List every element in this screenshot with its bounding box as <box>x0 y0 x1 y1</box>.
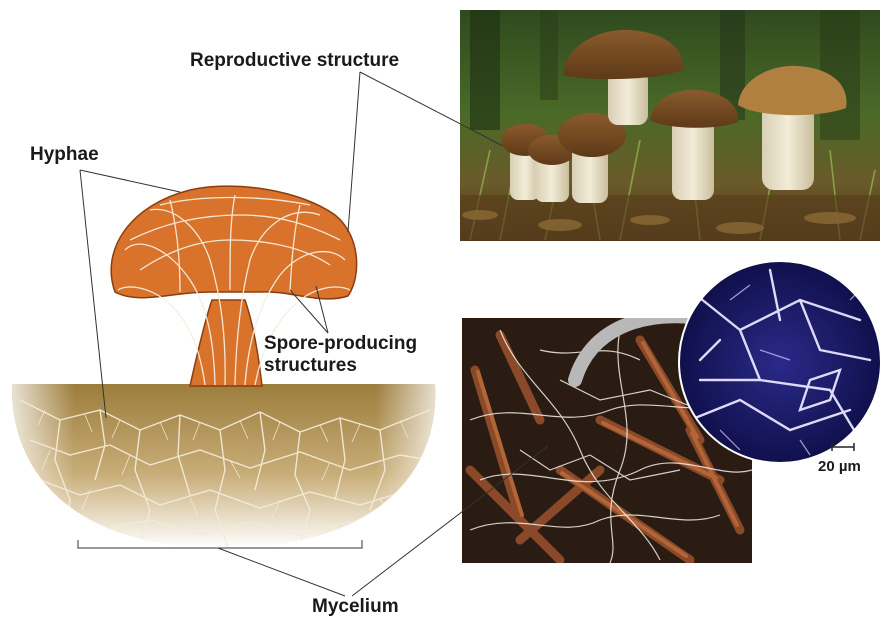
scale-bar-label: 20 µm <box>818 456 861 478</box>
micrograph <box>678 260 882 465</box>
mycelium-label: Mycelium <box>312 596 399 618</box>
spore-label-line2: structures <box>264 355 417 377</box>
hyphae-label: Hyphae <box>30 144 99 166</box>
mushroom-photo <box>460 10 880 241</box>
soil-mycelium <box>10 384 440 554</box>
reproductive-structure-label: Reproductive structure <box>190 50 399 72</box>
spore-producing-structures-label: Spore-producing structures <box>264 333 417 377</box>
spore-label-line1: Spore-producing <box>264 333 417 355</box>
